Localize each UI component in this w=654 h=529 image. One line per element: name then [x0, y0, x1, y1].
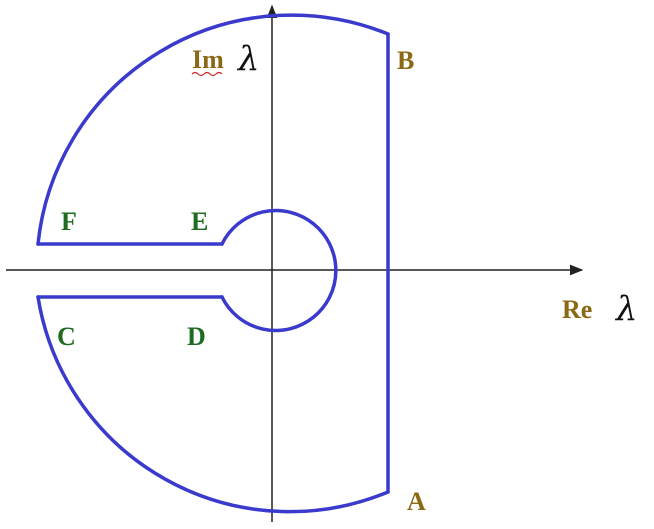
point-label-f: F [61, 207, 77, 236]
imaginary-axis-variable: λ [236, 39, 260, 79]
keyhole-contour [36, 13, 390, 514]
point-label-d: D [187, 322, 206, 351]
point-label-b: B [397, 46, 414, 75]
contour-upper-arc [36, 13, 390, 246]
real-axis-variable: λ [614, 289, 638, 329]
point-label-c: C [57, 322, 76, 351]
imaginary-axis-text: Im [192, 45, 224, 74]
spellcheck-underline [191, 71, 223, 77]
real-axis-text: Re [562, 295, 592, 324]
contour-lower-arc [36, 295, 390, 514]
imaginary-axis-label: Im λ [191, 39, 260, 79]
contour-small-circle [220, 208, 338, 333]
point-label-a: A [407, 487, 426, 516]
real-axis-label: Re λ [562, 289, 638, 329]
point-label-e: E [191, 207, 208, 236]
